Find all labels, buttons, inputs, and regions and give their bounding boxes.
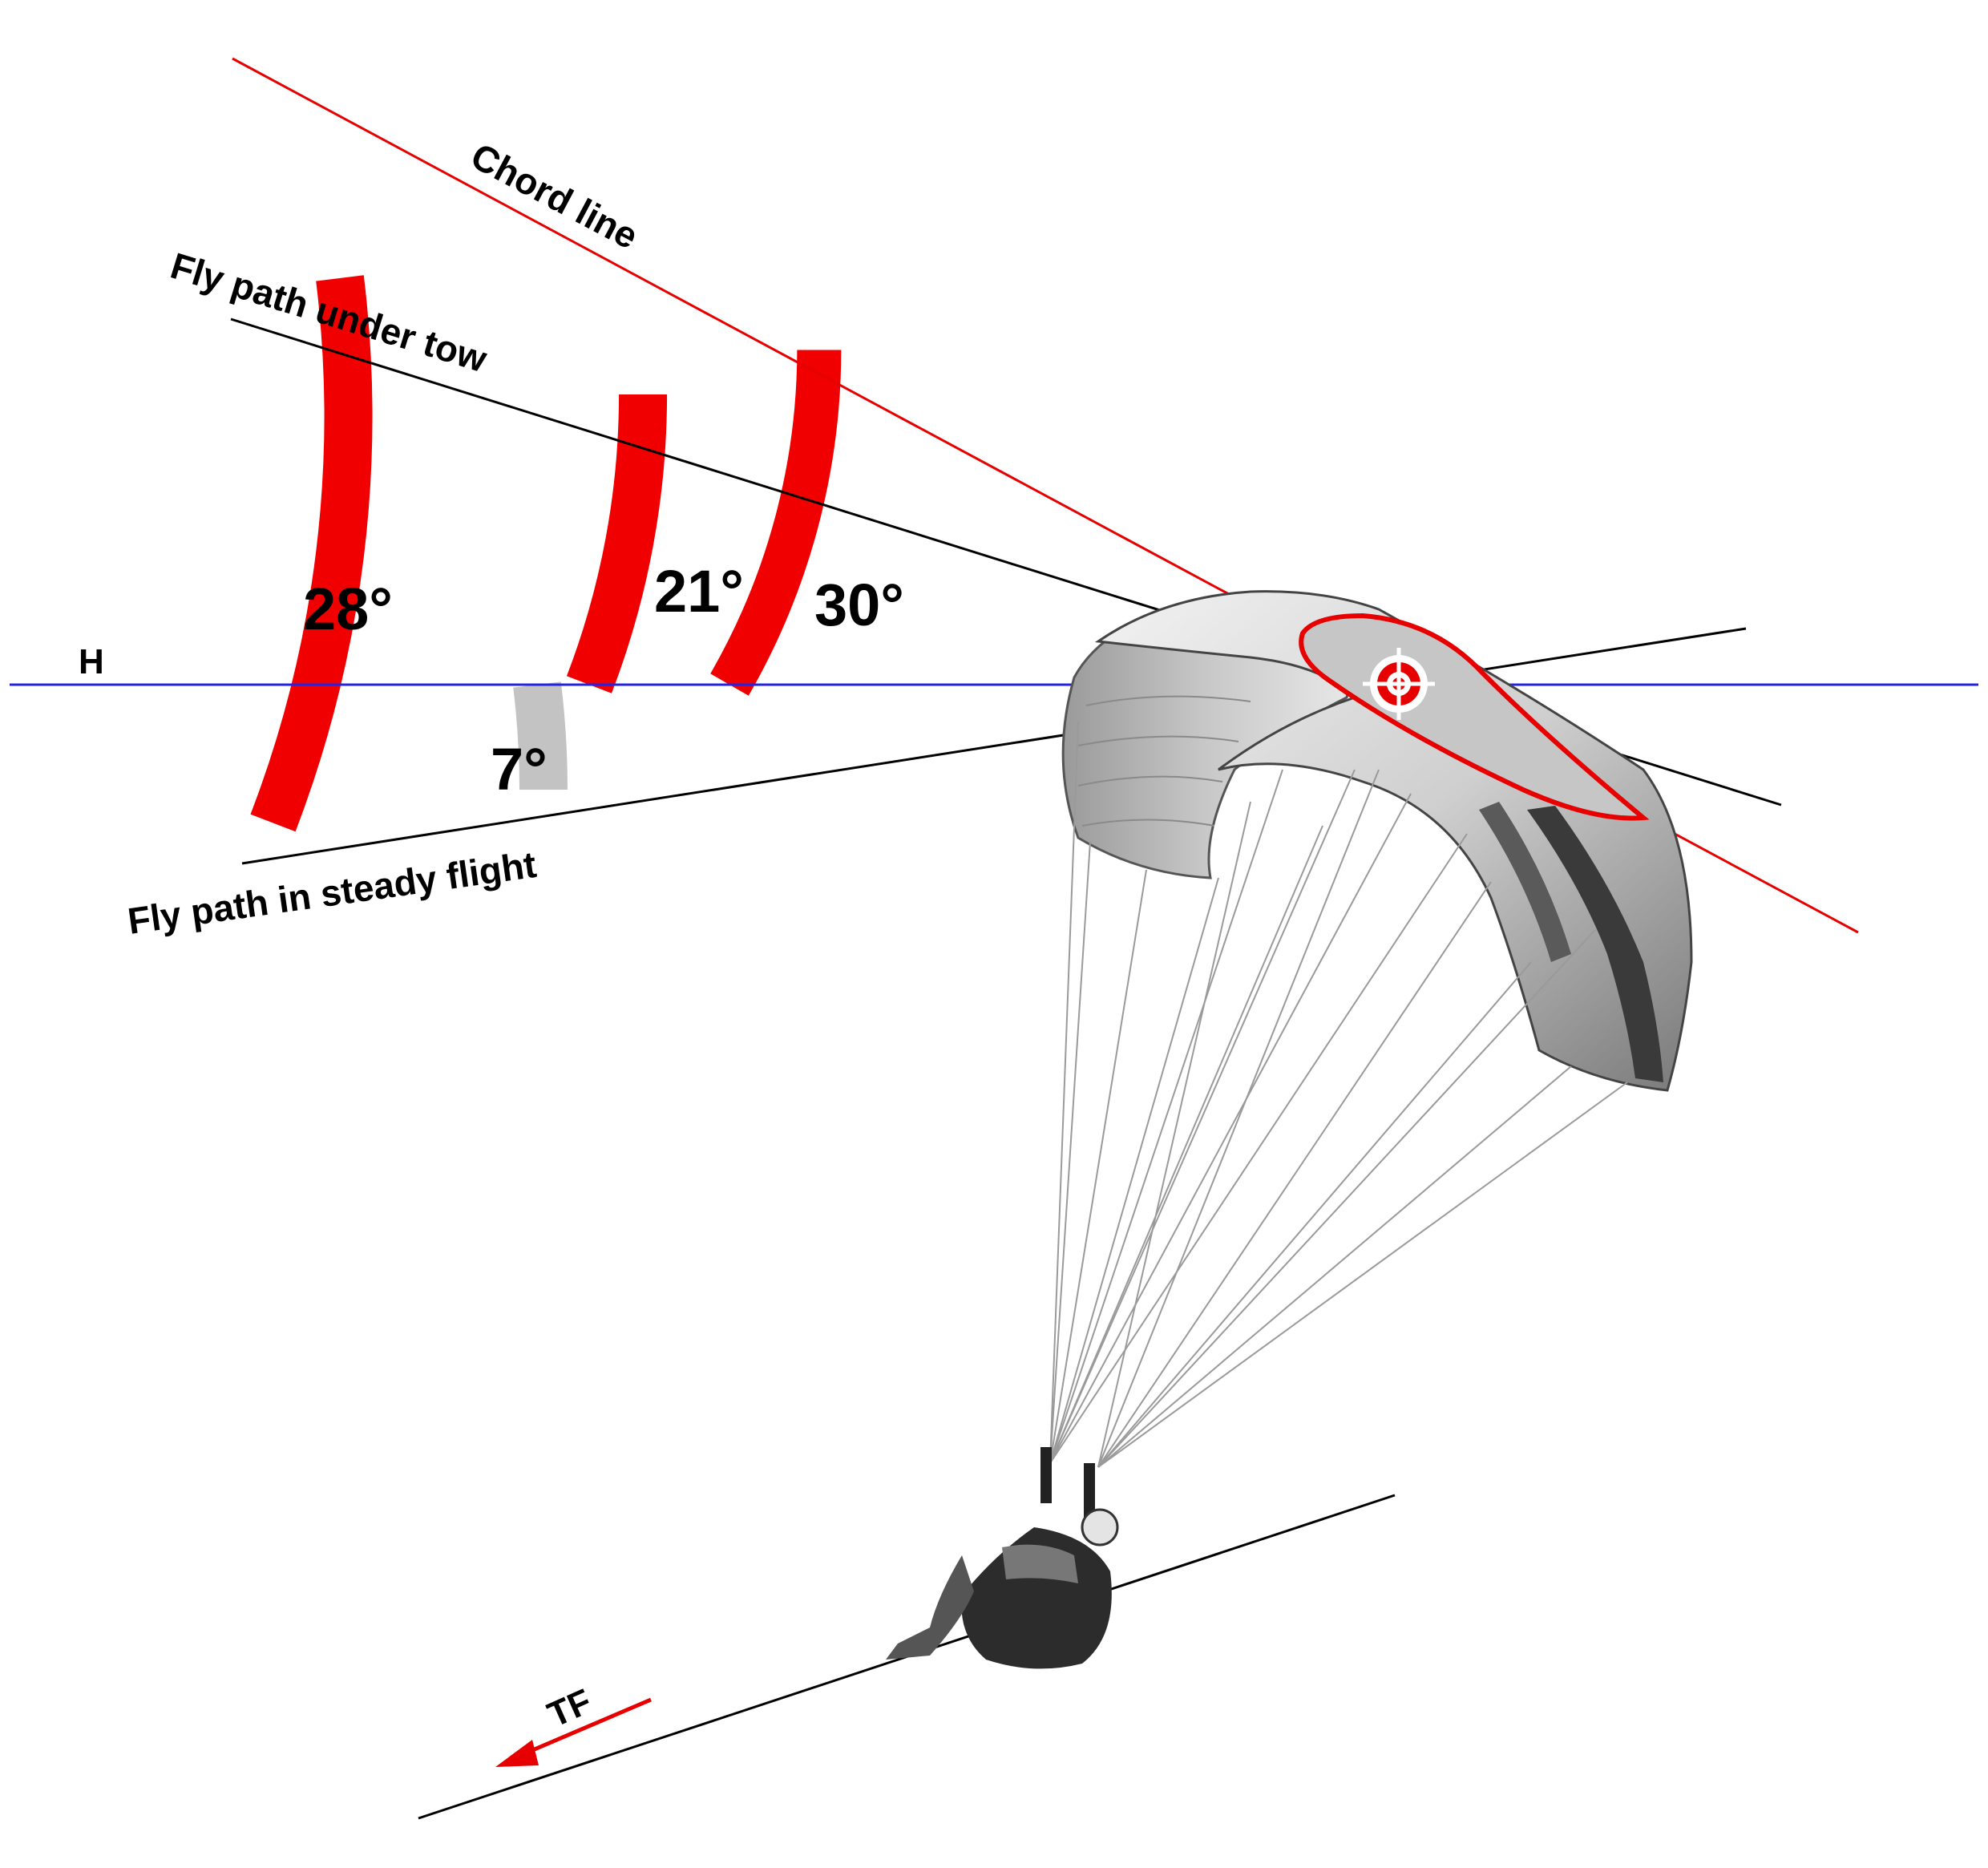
- arc-30: [710, 350, 842, 696]
- arrow-left-down-icon: [495, 1697, 652, 1767]
- angle-21-label: 21°: [654, 558, 744, 625]
- suspension-lines: [1049, 721, 1628, 1468]
- paraglider-canopy: [1061, 590, 1693, 1092]
- angle-28-label: 28°: [303, 576, 393, 642]
- chord-line-label: Chord line: [464, 135, 644, 257]
- arc-7: [513, 681, 568, 790]
- angle-30-label: 30°: [814, 572, 904, 638]
- horizontal-label: H: [79, 642, 104, 681]
- arc-21: [566, 394, 668, 693]
- crosshair-target-icon: [1363, 648, 1435, 720]
- arc-28: [250, 275, 373, 832]
- angle-7-label: 7°: [491, 736, 548, 803]
- fly-path-steady-line: [241, 627, 1747, 865]
- fly-path-steady-label: Fly path in steady flight: [125, 843, 539, 942]
- paraglider-pilot: [886, 1447, 1119, 1669]
